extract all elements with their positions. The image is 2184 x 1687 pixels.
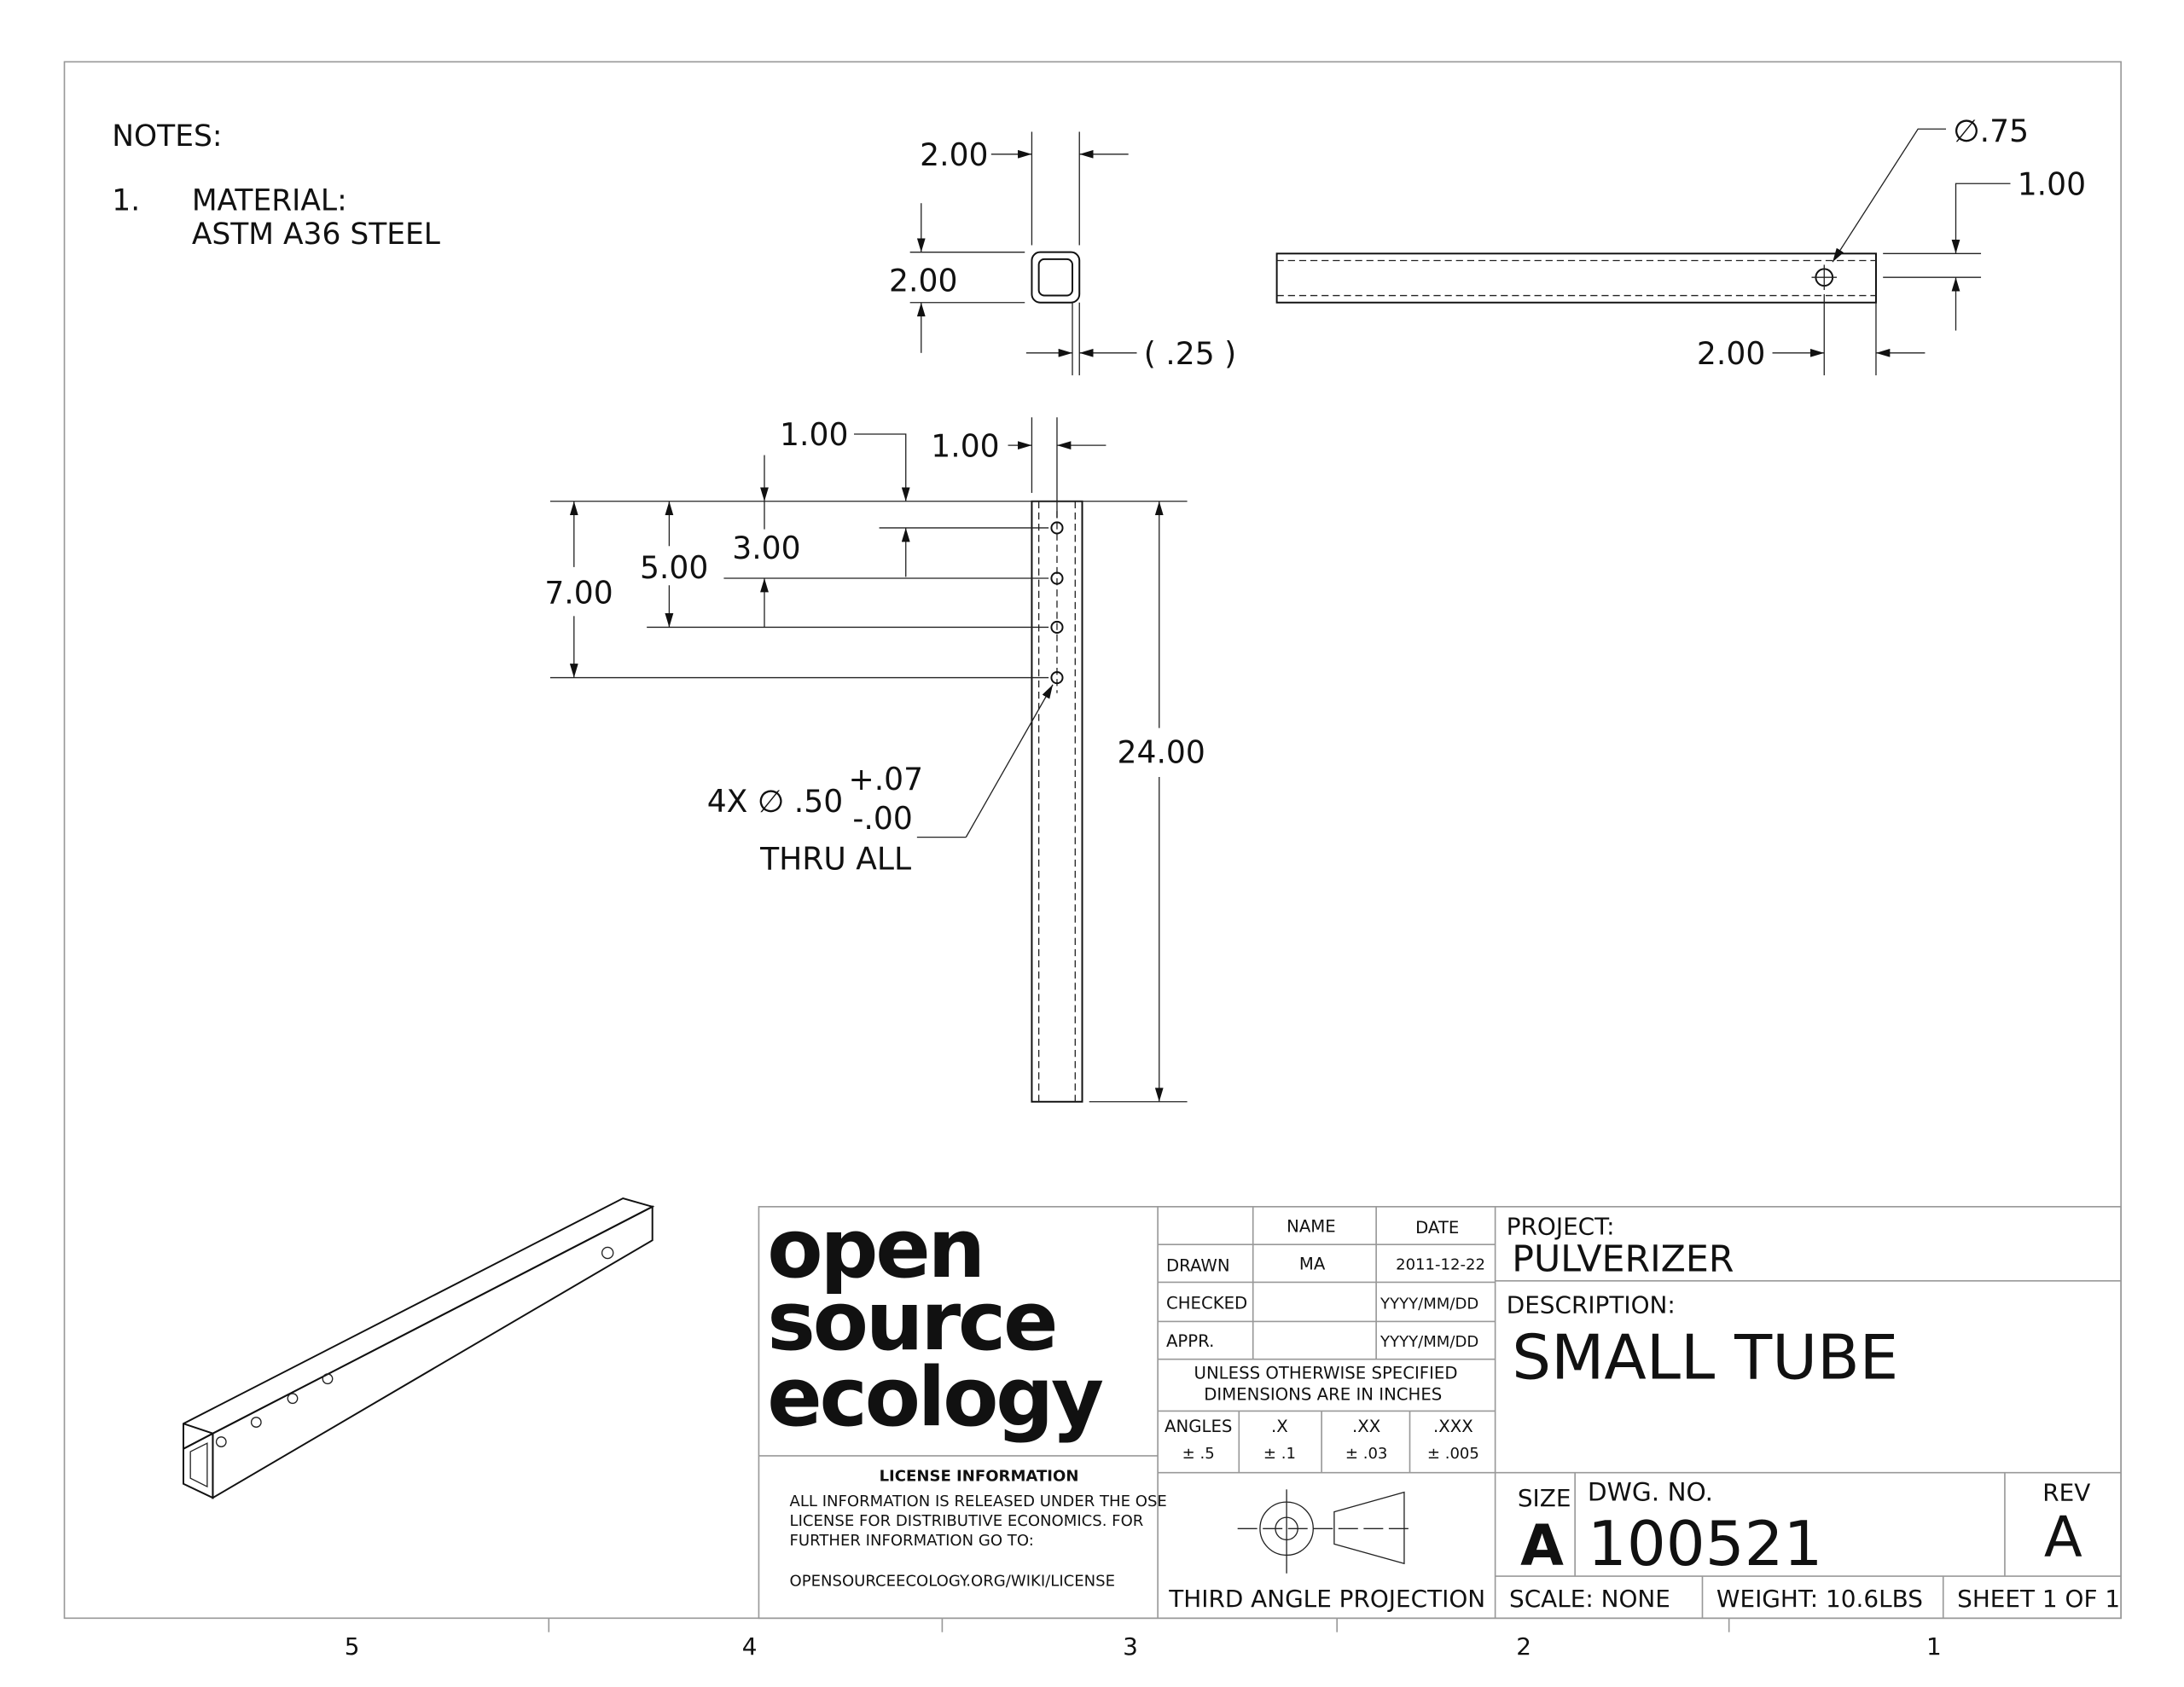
rev-label: REV: [2042, 1478, 2090, 1506]
role-checked: CHECKED: [1166, 1294, 1247, 1313]
units-note: DIMENSIONS ARE IN INCHES: [1204, 1384, 1442, 1404]
project-value: PULVERIZER: [1512, 1238, 1734, 1280]
tol-value: ± .03: [1345, 1445, 1388, 1463]
rev-value: A: [2044, 1505, 2082, 1570]
note-label: MATERIAL:: [192, 183, 347, 217]
tol-label: .X: [1271, 1417, 1288, 1436]
section-width-dim: 2.00: [920, 136, 988, 173]
projection-label: THIRD ANGLE PROJECTION: [1168, 1585, 1485, 1613]
hole-callout-tol-minus: -.00: [852, 800, 912, 837]
weight-value: WEIGHT: 10.6LBS: [1716, 1585, 1923, 1613]
svg-text:ecology: ecology: [767, 1351, 1103, 1445]
front-5-dim: 5.00: [640, 549, 708, 586]
front-hole-offset-dim: 1.00: [931, 427, 999, 464]
description-label: DESCRIPTION:: [1507, 1291, 1676, 1319]
units-note: UNLESS OTHERWISE SPECIFIED: [1194, 1364, 1458, 1383]
scale-value: SCALE: NONE: [1509, 1585, 1670, 1613]
projection-symbol: THIRD ANGLE PROJECTION: [1168, 1489, 1485, 1613]
isometric-view: [182, 1197, 655, 1499]
front-first-hole-dim: 1.00: [780, 416, 848, 453]
zone-label: 2: [1516, 1632, 1531, 1661]
side-end-dim: 2.00: [1697, 335, 1765, 372]
tol-label: .XX: [1352, 1417, 1380, 1436]
license-line: FURTHER INFORMATION GO TO:: [790, 1532, 1034, 1550]
checked-date: YYYY/MM/DD: [1380, 1296, 1478, 1313]
zone-label: 3: [1123, 1632, 1138, 1661]
svg-text:source: source: [767, 1275, 1055, 1369]
license-url: OPENSOURCEECOLOGY.ORG/WIKI/LICENSE: [790, 1573, 1115, 1591]
sheet-value: SHEET 1 OF 1: [1957, 1585, 2120, 1613]
hole-callout-dia: 4X ∅ .50: [707, 783, 843, 820]
col-name-header: NAME: [1287, 1216, 1336, 1236]
license-line: LICENSE FOR DISTRIBUTIVE ECONOMICS. FOR: [790, 1512, 1144, 1530]
side-view: ∅.75 1.00 2.00: [1275, 113, 2086, 376]
size-label: SIZE: [1518, 1484, 1571, 1512]
section-wall-dim: ( .25 ): [1144, 335, 1237, 372]
dwg-no-label: DWG. NO.: [1588, 1477, 1713, 1506]
tol-value: ± .005: [1427, 1445, 1479, 1463]
license-info: LICENSE INFORMATION ALL INFORMATION IS R…: [790, 1467, 1167, 1590]
size-value: A: [1520, 1514, 1564, 1579]
tol-value: ± .5: [1182, 1445, 1215, 1463]
hole-callout-note: THRU ALL: [759, 840, 911, 877]
notes-heading: NOTES:: [112, 119, 222, 154]
front-3-dim: 3.00: [732, 530, 800, 566]
drawn-name: MA: [1299, 1255, 1326, 1274]
col-date-header: DATE: [1415, 1218, 1459, 1238]
front-7-dim: 7.00: [544, 575, 613, 612]
front-length-dim: 24.00: [1118, 734, 1205, 771]
role-appr: APPR.: [1166, 1331, 1214, 1351]
side-edge-dim: 1.00: [2018, 165, 2086, 202]
tol-label: ANGLES: [1165, 1417, 1232, 1436]
approval-table: NAME DATE DRAWN MA 2011-12-22 CHECKED YY…: [1158, 1206, 1496, 1474]
appr-date: YYYY/MM/DD: [1380, 1333, 1478, 1351]
zone-markers: 5 4 3 2 1: [345, 1618, 1942, 1661]
dwg-no-value: 100521: [1588, 1509, 1823, 1580]
title-block: open source ecology LICENSE INFORMATION …: [758, 1203, 2122, 1620]
tol-label: .XXX: [1433, 1417, 1473, 1436]
hole-callout: 4X ∅ .50 +.07 -.00 THRU ALL: [707, 761, 923, 878]
description-value: SMALL TUBE: [1512, 1323, 1898, 1394]
role-drawn: DRAWN: [1166, 1255, 1230, 1275]
hole-marks: [1050, 521, 1064, 685]
project-label: PROJECT:: [1507, 1213, 1615, 1241]
tol-value: ± .1: [1263, 1445, 1296, 1463]
drawn-date: 2011-12-22: [1396, 1256, 1485, 1274]
note-number: 1.: [112, 183, 140, 217]
side-hole-dia-dim: ∅.75: [1953, 113, 2029, 149]
zone-label: 4: [742, 1632, 758, 1661]
hole-callout-tol-plus: +.07: [848, 761, 923, 797]
svg-text:open: open: [767, 1203, 983, 1296]
notes: NOTES: 1. MATERIAL: ASTM A36 STEEL: [112, 119, 441, 252]
zone-label: 5: [345, 1632, 360, 1661]
license-heading: LICENSE INFORMATION: [880, 1467, 1079, 1485]
note-value: ASTM A36 STEEL: [192, 217, 441, 252]
front-view: 1.00 1.00 3.00 5.00 7.00 24.00 4X ∅ .50 …: [544, 416, 1205, 1103]
section-height-dim: 2.00: [889, 263, 957, 299]
ose-logo: open source ecology: [767, 1203, 1106, 1445]
license-line: ALL INFORMATION IS RELEASED UNDER THE OS…: [790, 1493, 1167, 1510]
zone-label: 1: [1926, 1632, 1942, 1661]
section-view: 2.00 2.00 ( .25 ): [889, 131, 1237, 376]
